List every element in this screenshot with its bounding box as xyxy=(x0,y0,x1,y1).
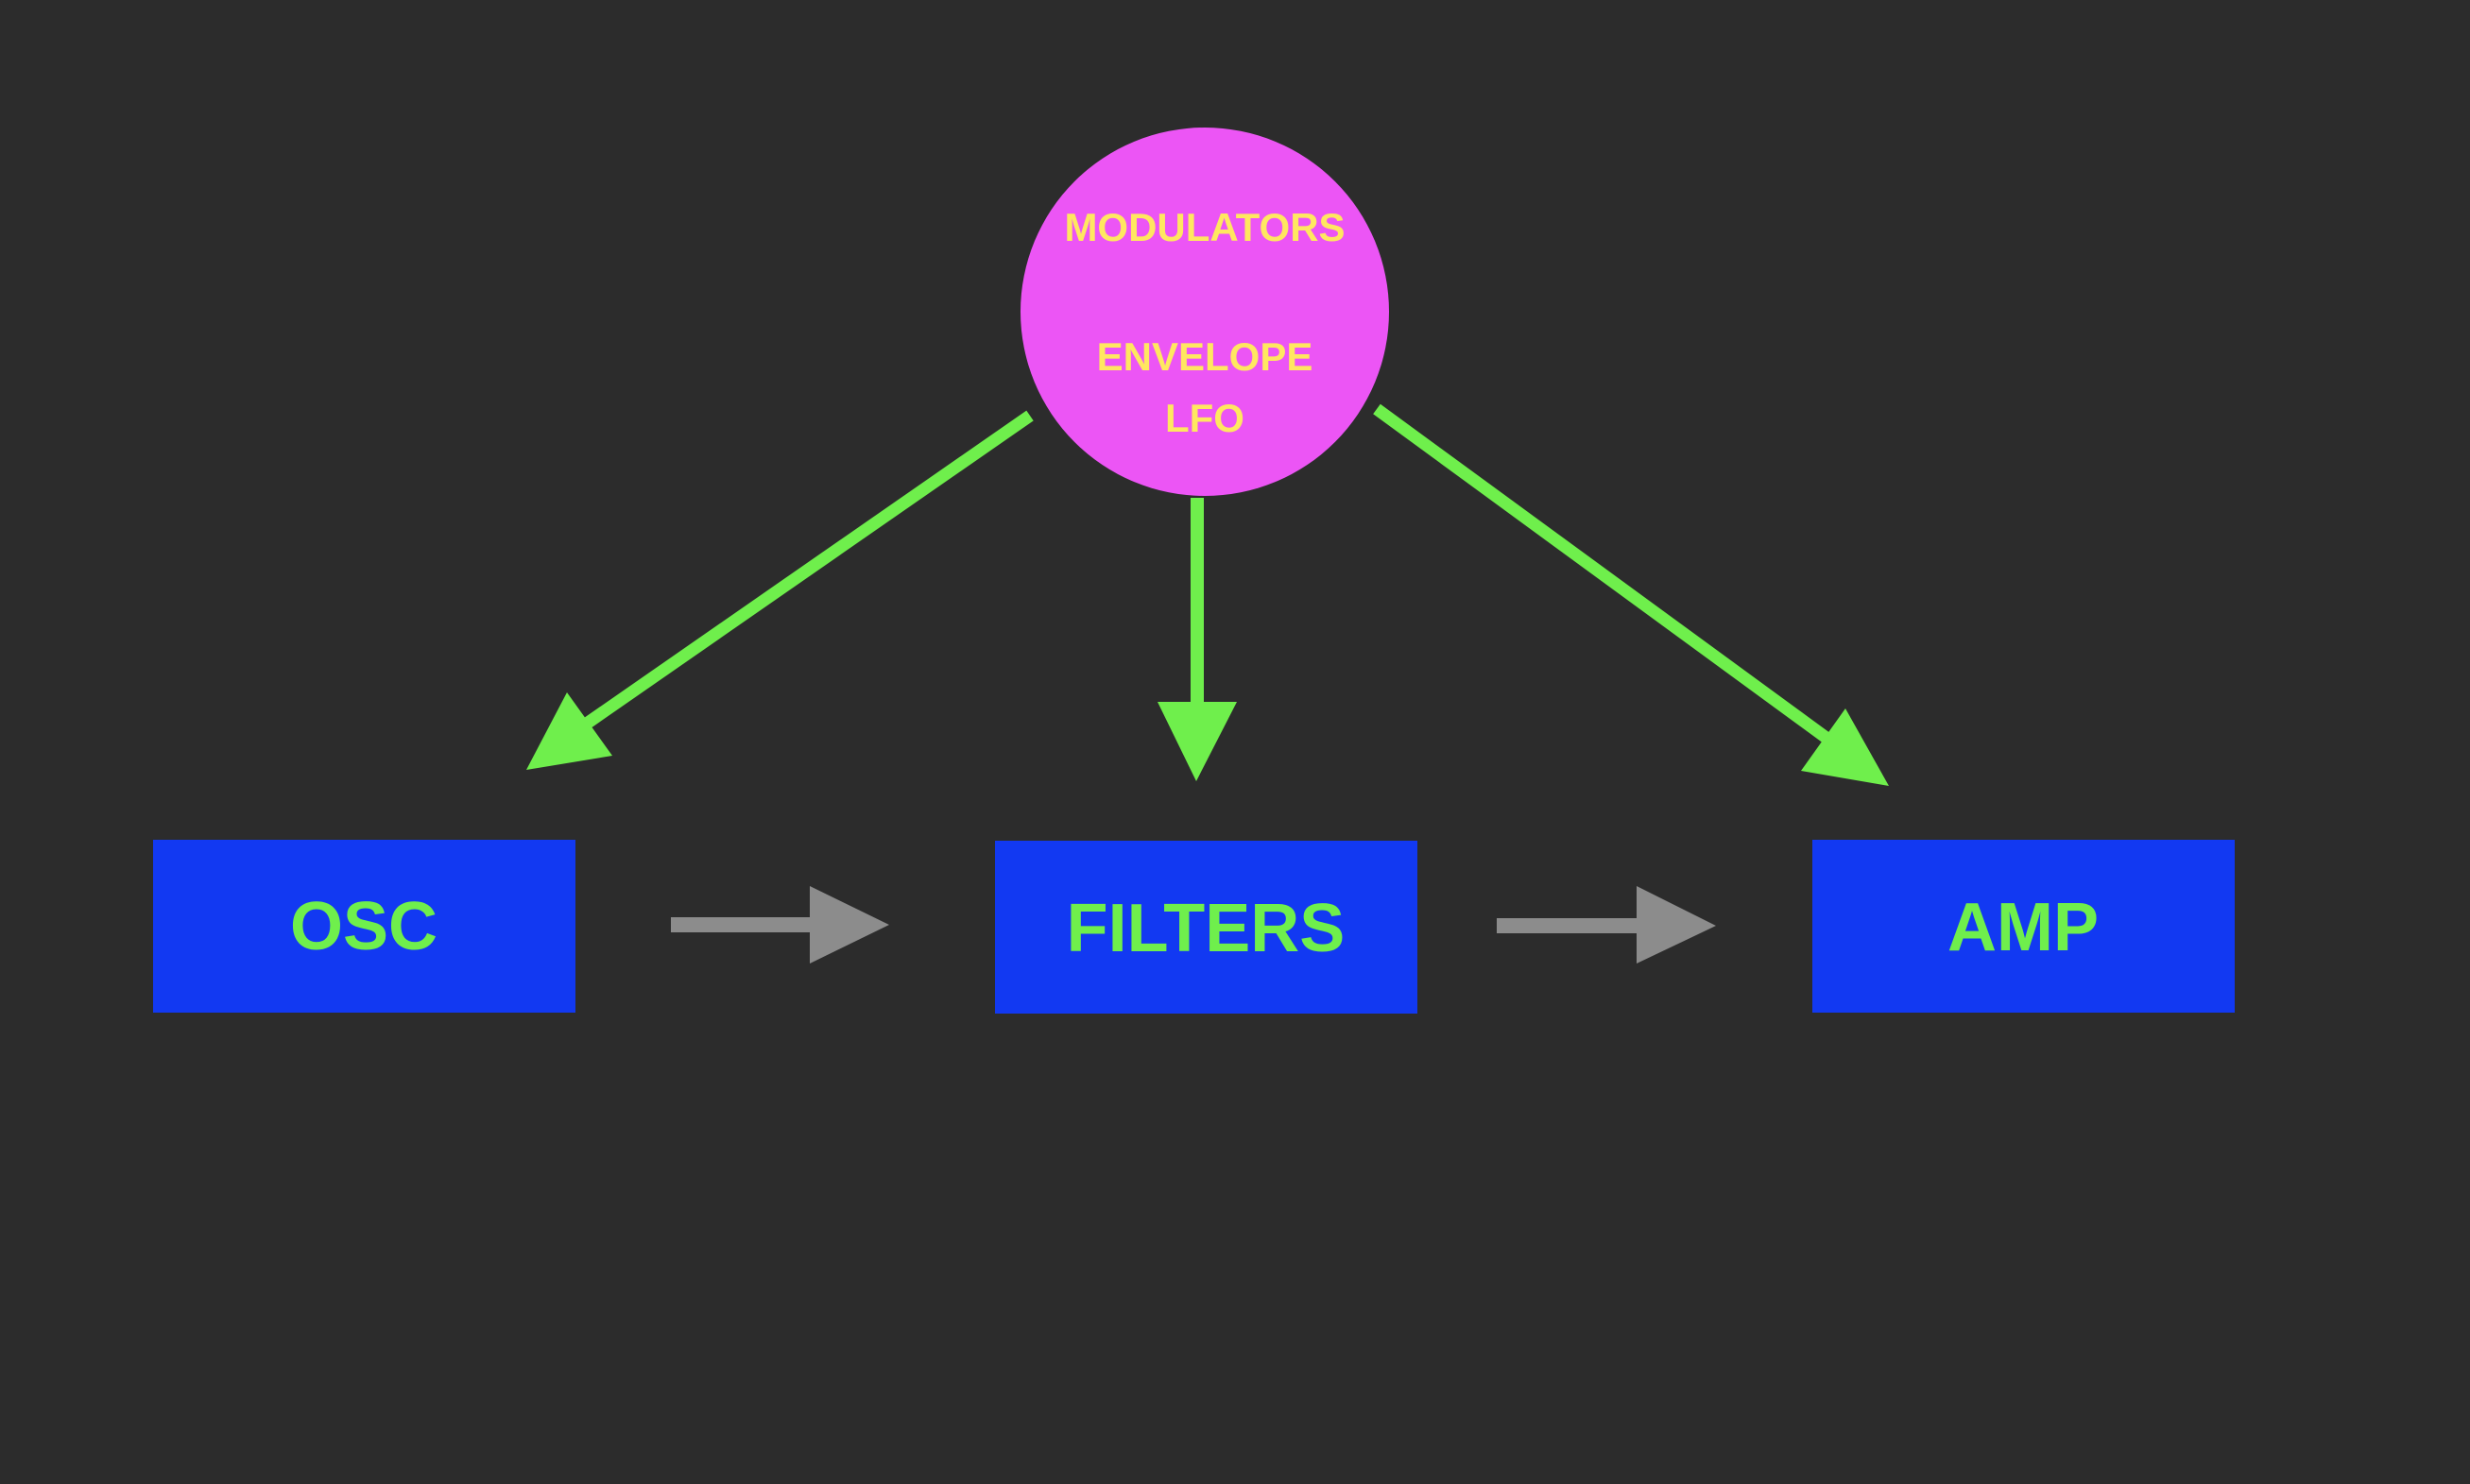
amp-block-box xyxy=(1812,840,2235,1013)
modulation-arrow-amp-shaft xyxy=(1373,403,1842,752)
modulators-circle xyxy=(1021,128,1389,496)
modulation-arrow-filters-head xyxy=(1158,702,1237,781)
filters-block-label: FILTERS xyxy=(1067,891,1346,966)
filters-block: FILTERS xyxy=(995,841,1417,1014)
amp-block-label: AMP xyxy=(1947,890,2099,965)
modulators-title: MODULATORS xyxy=(1064,205,1345,249)
modulation-arrow-amp-head xyxy=(1801,708,1889,786)
osc-block-label: OSC xyxy=(290,889,437,964)
signal-arrow-filters-to-amp-head xyxy=(1637,886,1716,964)
modulation-arrow-osc-shaft xyxy=(577,410,1034,733)
signal-arrow-osc-to-filters-head xyxy=(810,886,889,964)
osc-block: OSC xyxy=(153,840,575,1013)
modulation-arrow-osc-head xyxy=(526,692,612,770)
modulators-node: MODULATORS ENVELOPE LFO xyxy=(1021,128,1389,496)
modulators-envelope-label: ENVELOPE xyxy=(1097,334,1313,379)
filters-block-box xyxy=(995,841,1417,1014)
signal-arrow-filters-to-amp-shaft xyxy=(1497,918,1638,933)
amp-block: AMP xyxy=(1812,840,2235,1013)
modulation-arrows xyxy=(526,403,1889,786)
signal-flow-arrows xyxy=(671,886,1716,964)
signal-arrow-osc-to-filters-shaft xyxy=(671,917,813,932)
osc-block-box xyxy=(153,840,575,1013)
modulators-lfo-label: LFO xyxy=(1165,396,1244,440)
